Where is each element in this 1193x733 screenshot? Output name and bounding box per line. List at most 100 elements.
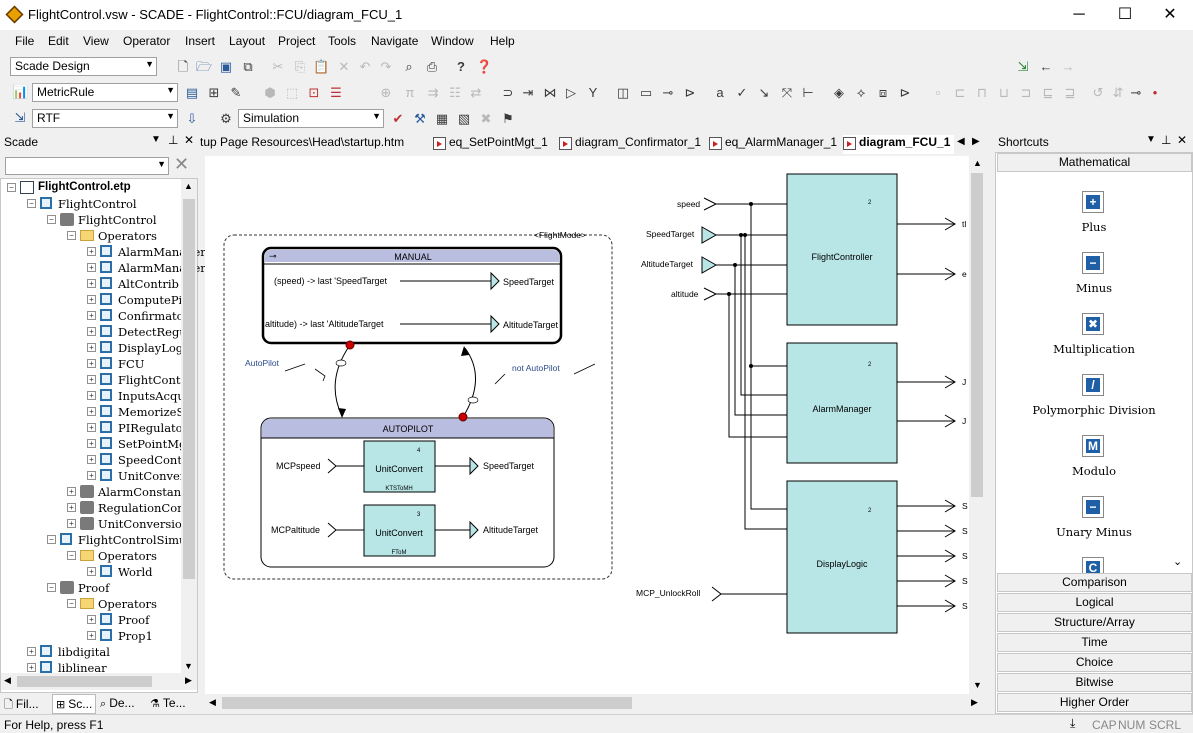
node-a-icon[interactable]: ◈ [834, 85, 844, 100]
tree-item[interactable]: −Proof [1, 580, 181, 596]
tab-startup-htm[interactable]: tup Page Resources\Head\startup.htm [200, 135, 405, 149]
tree-item[interactable]: +AltContrib [1, 276, 181, 292]
tree-item[interactable]: +libdigital [1, 644, 181, 660]
collapse-icon[interactable]: − [27, 199, 36, 208]
section-bitwise[interactable]: Bitwise [997, 673, 1192, 692]
paste-icon[interactable]: 📋 [313, 59, 330, 74]
layout-a-icon[interactable]: ▫ [935, 85, 941, 100]
layout-b-icon[interactable]: ⊏ [954, 85, 966, 100]
section-higher-order[interactable]: Higher Order [997, 693, 1192, 712]
minimize-icon[interactable]: ─ [1073, 6, 1085, 23]
op-unary-minus[interactable]: −Unary Minus [996, 496, 1192, 541]
generate-report-icon[interactable]: ⇩ [186, 111, 198, 126]
help-icon[interactable]: ? [457, 59, 465, 74]
tab-eq-setpointmgt[interactable]: eq_SetPointMgt_1 [433, 135, 548, 154]
node-d-icon[interactable]: ⊳ [899, 85, 911, 100]
tab-eq-alarmmanager[interactable]: eq_AlarmManager_1 [709, 135, 837, 154]
menu-tools[interactable]: Tools [328, 34, 357, 48]
tree-item[interactable]: +FlightContro [1, 372, 193, 388]
section-time[interactable]: Time [997, 633, 1192, 652]
tab-scade-view[interactable]: ⊞ Sc... [52, 694, 97, 714]
menu-help[interactable]: Help [490, 34, 515, 48]
expand-icon[interactable]: + [67, 503, 76, 512]
tab-scroll-left-icon[interactable]: ◀ [957, 136, 965, 147]
state-icon[interactable]: ▭ [639, 85, 653, 100]
tool-icon-c[interactable]: ⇉ [427, 85, 439, 100]
section-choice[interactable]: Choice [997, 653, 1192, 672]
tree-item[interactable]: −Operators [1, 228, 181, 244]
check-model-icon[interactable]: ✔ [392, 111, 404, 126]
section-structure-array[interactable]: Structure/Array [997, 613, 1192, 632]
expand-icon[interactable]: + [87, 327, 96, 336]
tree-item[interactable]: −Operators [1, 596, 181, 612]
state-machine-icon[interactable]: ◫ [616, 85, 630, 100]
layout-d-icon[interactable]: ⊔ [998, 85, 1010, 100]
tool-icon-d[interactable]: ☷ [449, 85, 461, 100]
report-format-select[interactable]: RTF▼ [32, 109, 178, 128]
back-arrow-icon[interactable]: ← [1039, 59, 1053, 74]
tool-icon-e[interactable]: ⇄ [470, 85, 482, 100]
op-plus[interactable]: +Plus [996, 191, 1192, 236]
menu-layout[interactable]: Layout [229, 34, 266, 48]
report-icon[interactable]: ⇲ [14, 110, 26, 125]
tools-icon[interactable]: ⚑ [502, 111, 514, 126]
tree-vscrollbar[interactable]: ▲ ▼ [181, 179, 197, 673]
tree-item[interactable]: −FlightControl [1, 212, 181, 228]
breakpoint-icon[interactable]: • [1152, 85, 1158, 100]
output-icon[interactable]: ⇥ [522, 85, 534, 100]
tree-item[interactable]: +DisplayLogi [1, 340, 187, 356]
tab-design-view[interactable]: ⌕ De... [100, 696, 135, 710]
expand-icon[interactable]: + [87, 247, 96, 256]
tree-item[interactable]: +liblinear [1, 660, 181, 676]
layout-g-icon[interactable]: ⊒ [1064, 85, 1076, 100]
find-icon[interactable]: ⌕ [405, 59, 413, 74]
node-b-icon[interactable]: ⟡ [856, 85, 866, 100]
tool-icon-a[interactable]: ⊕ [380, 85, 392, 100]
menu-navigate[interactable]: Navigate [371, 34, 419, 48]
op-multiplication[interactable]: ✖Multiplication [996, 313, 1192, 358]
section-logical[interactable]: Logical [997, 593, 1192, 612]
operator-icon[interactable]: ⊡ [308, 85, 320, 100]
clear-filter-icon[interactable]: ✕ [174, 154, 190, 174]
route-icon[interactable]: ↘ [758, 85, 770, 100]
junction-icon[interactable]: ⋈ [543, 85, 557, 100]
tree-item[interactable]: +World [1, 564, 181, 580]
new-file-icon[interactable]: 🗋 [177, 59, 189, 74]
connect-icon[interactable]: ⊸ [1130, 85, 1142, 100]
simulate-icon[interactable]: ▧ [457, 111, 471, 126]
flip-icon[interactable]: ⇵ [1112, 85, 1124, 100]
tree-item[interactable]: +AlarmConstants [1, 484, 192, 500]
tree-item[interactable]: +InputsAcqu [1, 388, 185, 404]
input-icon[interactable]: ⊃ [502, 85, 514, 100]
expand-icon[interactable]: + [87, 263, 96, 272]
transition-icon[interactable]: ⊸ [662, 85, 674, 100]
menu-operator[interactable]: Operator [123, 34, 171, 48]
expand-icon[interactable]: + [87, 375, 96, 384]
expand-icon[interactable]: + [87, 439, 96, 448]
hexagon-icon[interactable]: ⬢ [264, 85, 276, 100]
tab-test-view[interactable]: ⚗ Te... [150, 696, 186, 710]
collapse-icon[interactable]: − [67, 231, 76, 240]
op-partial[interactable]: C [996, 557, 1192, 573]
tree-item[interactable]: +ComputePit [1, 292, 187, 308]
tab-file-view[interactable]: 🗋 Fil... [4, 697, 39, 711]
tree-item[interactable]: +FCU [1, 356, 181, 372]
collapse-icon[interactable]: − [67, 551, 76, 560]
undo-icon[interactable]: ↶ [359, 59, 371, 74]
shortcuts-pin-icon[interactable]: ⊥ [1161, 133, 1172, 147]
tree-item[interactable]: +RegulationCons [1, 500, 190, 516]
shortcuts-close-icon[interactable]: ✕ [1177, 133, 1188, 147]
expand-icon[interactable]: + [27, 663, 36, 672]
forward-arrow-icon[interactable]: → [1061, 59, 1075, 74]
stop-build-icon[interactable]: ✖ [480, 111, 492, 126]
frame-icon[interactable]: ⬚ [285, 85, 299, 100]
expand-icon[interactable]: + [87, 471, 96, 480]
collapse-icon[interactable]: − [47, 535, 56, 544]
configuration-select[interactable]: Simulation▼ [238, 109, 384, 128]
op-minus[interactable]: −Minus [996, 252, 1192, 297]
terminator-icon[interactable]: ▷ [566, 85, 576, 100]
cut-icon[interactable]: ✂ [272, 59, 284, 74]
panel-menu-icon[interactable]: ▼ [151, 134, 161, 145]
navigate-to-icon[interactable]: ⇲ [1017, 59, 1029, 74]
break-icon[interactable]: ⊢ [802, 85, 814, 100]
